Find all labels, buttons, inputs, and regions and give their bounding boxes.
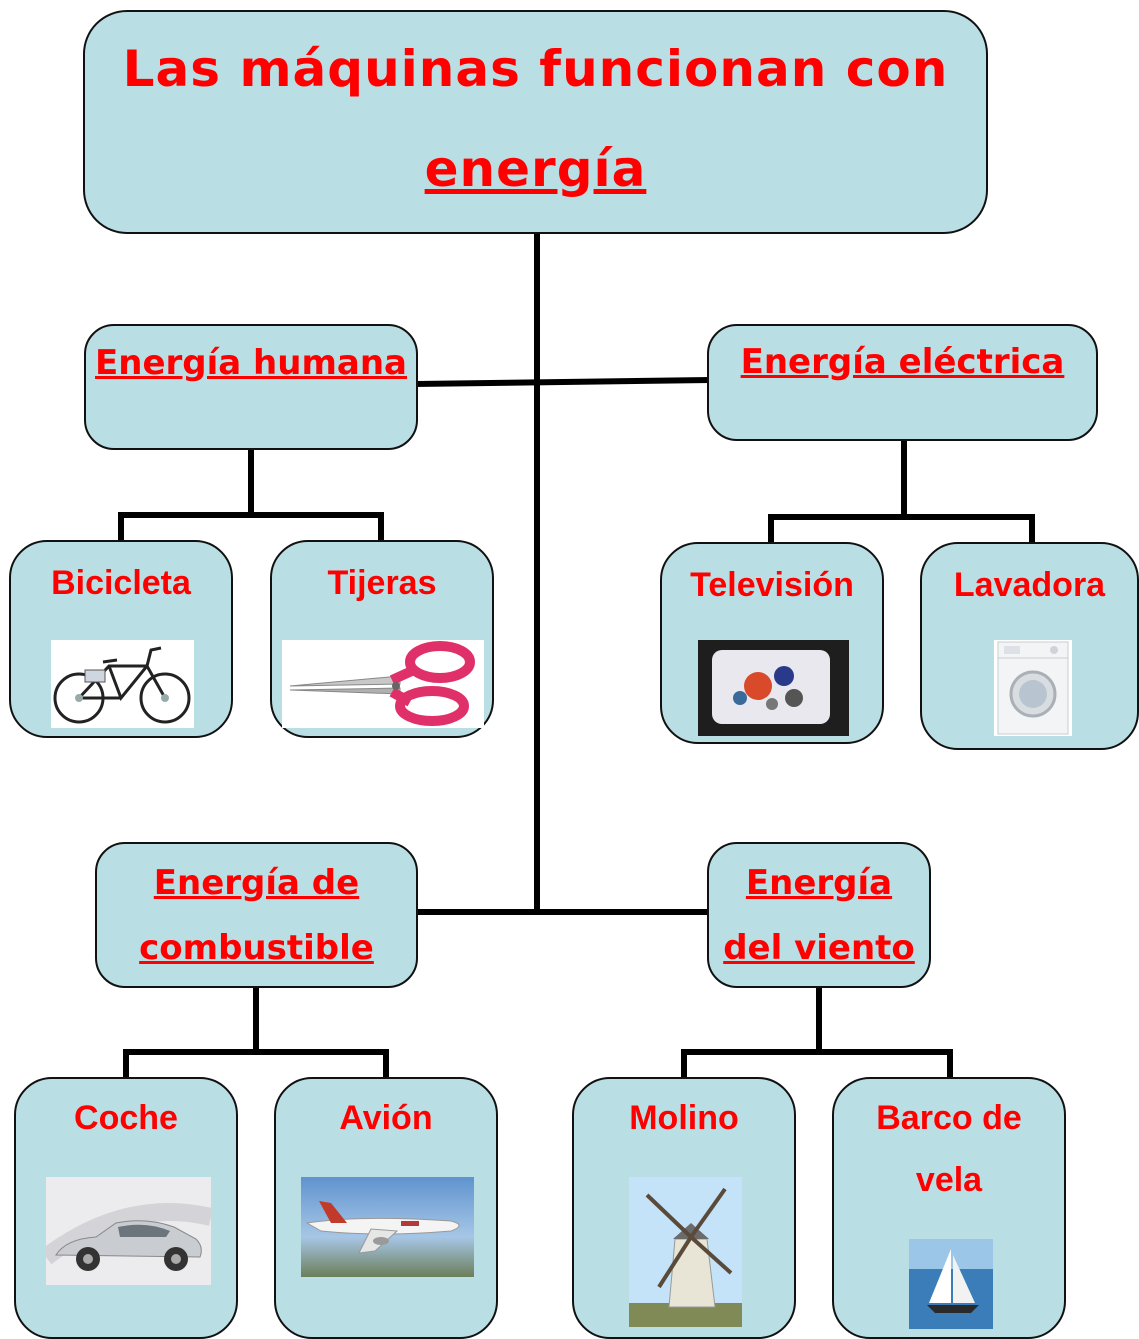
leaf-label: Lavadora [953, 566, 1106, 604]
leaf-molino: Molino [572, 1077, 796, 1339]
leaf-television: Televisión [660, 542, 884, 744]
airplane-image [301, 1177, 474, 1277]
leaf-lavadora: Lavadora [920, 542, 1139, 750]
category-energia-viento: Energía del viento [707, 842, 931, 988]
leaf-label: Molino [629, 1099, 739, 1137]
category-label: Energía eléctrica [740, 342, 1065, 382]
category-energia-combustible: Energía de combustible [95, 842, 418, 988]
leaf-label: Bicicleta [51, 564, 191, 602]
car-image [46, 1177, 211, 1285]
leaf-label: Tijeras [327, 564, 437, 602]
category-label-line-2: combustible [139, 928, 374, 968]
leaf-label: Televisión [690, 566, 854, 604]
leaf-label: Avión [339, 1099, 433, 1137]
leaf-avion: Avión [274, 1077, 498, 1339]
category-label-line-1: Energía [745, 863, 893, 903]
leaf-tijeras: Tijeras [270, 540, 494, 738]
category-label-line-2: del viento [723, 928, 915, 968]
category-label-line-1: Energía de [153, 863, 360, 903]
leaf-coche: Coche [14, 1077, 238, 1339]
leaf-label: Coche [74, 1099, 178, 1137]
scissors-image [282, 640, 484, 728]
leaf-bicicleta: Bicicleta [9, 540, 233, 738]
title-line-1: Las máquinas funcionan con [122, 40, 949, 98]
category-energia-electrica: Energía eléctrica [707, 324, 1098, 441]
leaf-barco-de-vela: Barco de vela [832, 1077, 1066, 1339]
windmill-image [629, 1177, 742, 1327]
title-line-2: energía [424, 140, 647, 198]
bicycle-image [51, 640, 194, 728]
television-image [698, 640, 849, 736]
washing-machine-image [994, 640, 1072, 736]
category-energia-humana: Energía humana [84, 324, 418, 450]
title-box: Las máquinas funcionan con energía [83, 10, 988, 234]
category-label: Energía humana [95, 343, 407, 383]
sailboat-image [909, 1239, 993, 1329]
leaf-label-line-1: Barco de [876, 1099, 1022, 1137]
leaf-label-line-2: vela [915, 1161, 983, 1199]
